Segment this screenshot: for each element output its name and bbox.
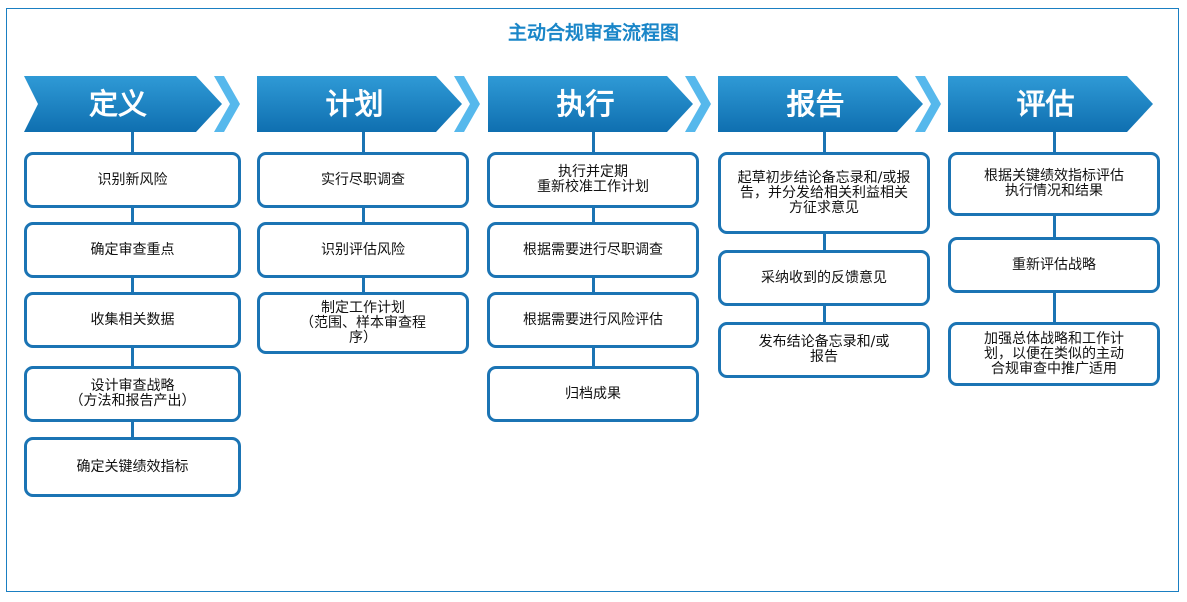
step-box: 起草初步结论备忘录和/或报 告，并分发给相关利益相关 方征求意见: [718, 152, 930, 234]
connector-line-2: [361, 132, 365, 302]
phase-label-1: 定义: [88, 87, 147, 121]
step-text: 识别评估风险: [321, 241, 405, 258]
phase-label-5: 评估: [1016, 87, 1075, 121]
step-box: 采纳收到的反馈意见: [718, 250, 930, 306]
step-text: 根据关键绩效指标评估 执行情况和结果: [984, 168, 1124, 199]
step-text: 重新评估战略: [1012, 256, 1096, 273]
step-box: 根据关键绩效指标评估 执行情况和结果: [948, 152, 1160, 216]
diagram-title: 主动合规审查流程图: [507, 22, 679, 44]
step-box: 收集相关数据: [24, 292, 241, 348]
step-box: 设计审查战略 （方法和报告产出）: [24, 366, 241, 422]
step-text: 设计审查战略 （方法和报告产出）: [69, 378, 196, 409]
phase-connector-chevron-3: [685, 76, 711, 132]
phase-arrow-1: [24, 76, 222, 132]
step-text: 执行并定期 重新校准工作计划: [537, 164, 649, 195]
step-text: 归档成果: [565, 385, 621, 402]
step-text: 实行尽职调查: [321, 171, 405, 188]
step-box: 执行并定期 重新校准工作计划: [487, 152, 699, 208]
step-text: 识别新风险: [97, 171, 168, 188]
step-box: 确定关键绩效指标: [24, 437, 241, 497]
step-box: 确定审查重点: [24, 222, 241, 278]
step-text: 制定工作计划 （范围、样本审查程 序）: [300, 299, 426, 346]
phase-arrow-5: [948, 76, 1153, 132]
phase-arrow-2: [257, 76, 462, 132]
step-text: 发布结论备忘录和/或 报告: [758, 334, 890, 365]
step-box: 识别评估风险: [257, 222, 469, 278]
step-text: 加强总体战略和工作计 划，以便在类似的主动 合规审查中推广适用: [984, 330, 1124, 377]
phase-label-3: 执行: [556, 87, 615, 121]
step-text: 确定关键绩效指标: [76, 458, 189, 475]
phase-label-4: 报告: [786, 87, 845, 121]
phase-arrow-3: [488, 76, 693, 132]
step-box: 发布结论备忘录和/或 报告: [718, 322, 930, 378]
step-box: 实行尽职调查: [257, 152, 469, 208]
step-box: 重新评估战略: [948, 237, 1160, 293]
connector-line-5: [1052, 132, 1056, 332]
step-box: 识别新风险: [24, 152, 241, 208]
step-box: 加强总体战略和工作计 划，以便在类似的主动 合规审查中推广适用: [948, 322, 1160, 386]
phase-connector-chevron-1: [214, 76, 240, 132]
step-text: 起草初步结论备忘录和/或报 告，并分发给相关利益相关 方征求意见: [737, 169, 911, 216]
step-box: 根据需要进行风险评估: [487, 292, 699, 348]
connector-line-1: [131, 132, 134, 447]
phase-connector-chevron-2: [454, 76, 480, 132]
phase-arrow-4: [718, 76, 923, 132]
step-box: 归档成果: [487, 366, 699, 422]
step-text: 根据需要进行风险评估: [523, 311, 663, 328]
step-text: 收集相关数据: [90, 311, 175, 328]
phase-label-2: 计划: [325, 87, 384, 121]
step-text: 根据需要进行尽职调查: [523, 241, 663, 258]
step-box: 制定工作计划 （范围、样本审查程 序）: [257, 292, 469, 354]
step-box: 根据需要进行尽职调查: [487, 222, 699, 278]
step-text: 采纳收到的反馈意见: [761, 269, 887, 286]
phase-connector-chevron-4: [915, 76, 941, 132]
step-text: 确定审查重点: [90, 241, 175, 258]
